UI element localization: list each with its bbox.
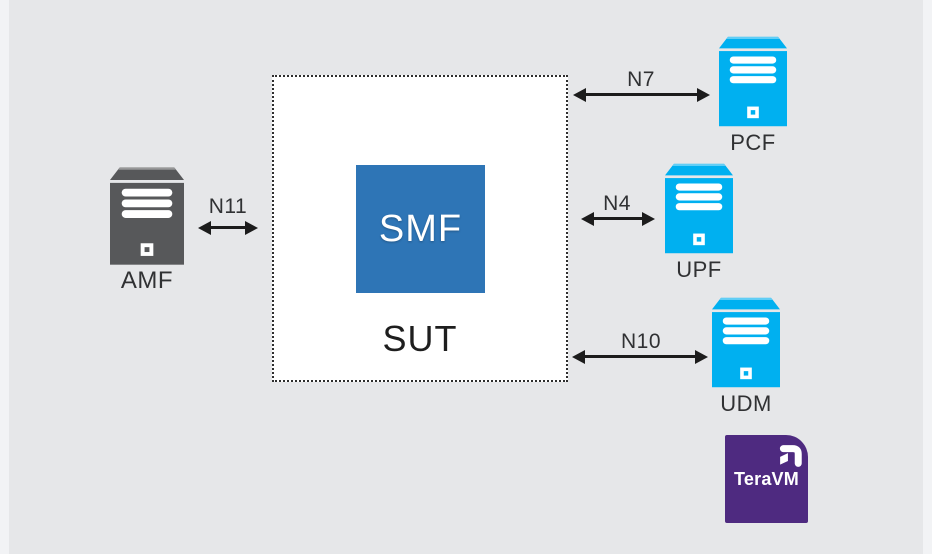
left-edge-strip <box>0 0 9 554</box>
teravm-logo-label: TeraVM <box>734 469 799 489</box>
node-udm-label: UDM <box>720 391 772 416</box>
server-icon <box>665 163 733 254</box>
connector-n4-label: N4 <box>603 192 631 215</box>
node-upf-label: UPF <box>676 257 722 282</box>
connector-n7-label: N7 <box>627 68 655 91</box>
sut-box-label: SUT <box>382 318 458 359</box>
sut-box: SMF SUT <box>272 75 568 382</box>
server-icon <box>712 297 780 388</box>
smf-box-label: SMF <box>378 207 463 250</box>
connector-n10-arrow <box>584 355 696 358</box>
server-icon <box>110 167 184 265</box>
server-icon <box>719 36 787 127</box>
node-upf: UPF <box>657 162 741 281</box>
node-pcf: PCF <box>711 35 795 154</box>
connector-n11-arrow <box>210 226 246 229</box>
right-edge-strip <box>923 0 932 554</box>
node-amf: AMF <box>105 167 189 293</box>
node-pcf-label: PCF <box>730 130 776 155</box>
connector-n7-arrow <box>585 93 698 96</box>
connector-n4-arrow <box>593 217 643 220</box>
connector-n11-label: N11 <box>208 195 248 218</box>
teravm-logo: TeraVM <box>725 435 808 523</box>
node-udm: UDM <box>704 296 788 415</box>
smf-box: SMF <box>356 165 485 293</box>
corner-arrow-icon <box>779 445 802 467</box>
node-amf-label: AMF <box>120 267 174 294</box>
connector-n10-label: N10 <box>620 330 662 353</box>
